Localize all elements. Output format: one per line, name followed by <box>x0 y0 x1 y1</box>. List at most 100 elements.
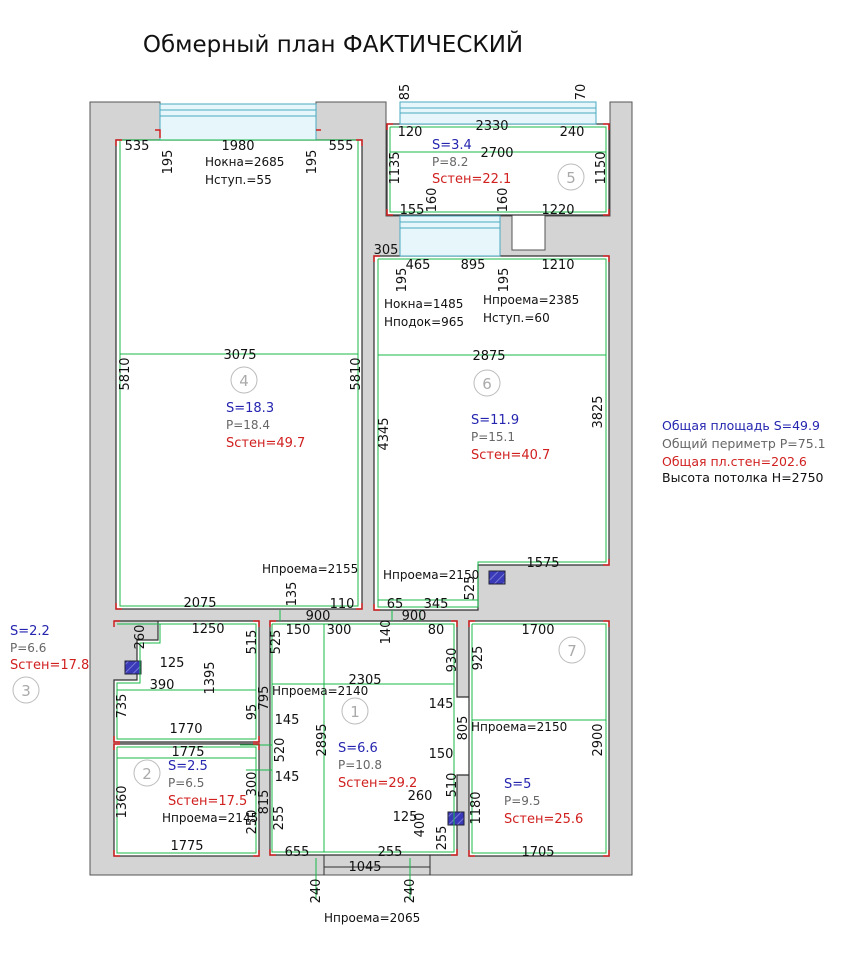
note-opening-height-room-7-door: Нпроема=2150 <box>471 720 567 734</box>
note-opening-height-entrance: Нпроема=2065 <box>324 911 420 925</box>
dim-label: 1220 <box>541 203 574 218</box>
dim-label: 125 <box>393 810 418 825</box>
dim-label: 80 <box>428 623 445 638</box>
dim-label: 2305 <box>348 673 381 688</box>
dim-label: 125 <box>160 656 185 671</box>
room-interiors <box>113 123 610 857</box>
room-6-perimeter: P=15.1 <box>471 430 515 444</box>
dim-label: 525 <box>269 630 284 655</box>
dim-label: 255 <box>435 826 450 851</box>
room-3-area: S=2.2 <box>10 624 50 639</box>
dim-label: 535 <box>125 139 150 154</box>
dim-label: 400 <box>413 813 428 838</box>
dim-label: 2075 <box>183 596 216 611</box>
room-number-2: 2 <box>142 765 152 783</box>
room-number-3: 3 <box>21 682 31 700</box>
room-6-stats: S=11.9 P=15.1 Sстен=40.7 <box>471 413 550 463</box>
dim-label: 1770 <box>169 722 202 737</box>
dim-label: 3825 <box>591 395 606 428</box>
dim-label: 95 <box>245 704 260 721</box>
dim-label: 145 <box>275 713 300 728</box>
dim-label: 255 <box>378 845 403 860</box>
room-1-area: S=6.6 <box>338 741 378 756</box>
corner-markers <box>113 123 610 857</box>
dim-label: 70 <box>574 84 589 101</box>
room-3 <box>113 620 260 743</box>
dim-label: 250 <box>245 810 260 835</box>
dim-label: 1395 <box>203 661 218 694</box>
plan-title: Обмерный план ФАКТИЧЕСКИЙ <box>143 30 523 58</box>
summary-total-area: Общая площадь S=49.9 <box>662 418 820 433</box>
dim-label: 1775 <box>170 839 203 854</box>
dim-label: 305 <box>374 243 399 258</box>
dim-label: 515 <box>245 630 260 655</box>
note-sill-height-room-6: Нподок=965 <box>384 315 464 329</box>
dim-label: 240 <box>403 879 418 904</box>
room-6-wall-area: Sстен=40.7 <box>471 448 550 463</box>
riser-room-1 <box>447 811 465 826</box>
dim-label: 735 <box>115 694 130 719</box>
dim-label: 3075 <box>223 348 256 363</box>
dim-label: 240 <box>309 879 324 904</box>
dim-label: 240 <box>560 125 585 140</box>
note-window-height-room-4: Нокна=2685 <box>205 155 284 169</box>
dim-label: 1575 <box>526 556 559 571</box>
dim-label: 895 <box>461 258 486 273</box>
windows <box>159 101 597 257</box>
note-step-height-balcony: Нступ.=60 <box>483 311 550 325</box>
riser-room-3 <box>124 660 142 675</box>
dim-label: 1045 <box>348 860 381 875</box>
dim-label: 195 <box>305 150 320 175</box>
dim-label: 120 <box>398 125 423 140</box>
dim-label: 1250 <box>191 622 224 637</box>
summary-ceiling-height: Высота потолка H=2750 <box>662 470 824 485</box>
dim-label: 2330 <box>475 119 508 134</box>
dim-label: 1705 <box>521 845 554 860</box>
room-number-4: 4 <box>239 372 249 390</box>
room-number-6: 6 <box>482 375 492 393</box>
dim-label: 805 <box>456 716 471 741</box>
dim-label: 160 <box>496 188 511 213</box>
dimension-lines <box>116 126 607 900</box>
room-7-perimeter: P=9.5 <box>504 794 540 808</box>
dim-label: 5810 <box>118 357 133 390</box>
dim-label: 260 <box>408 789 433 804</box>
room-5-area: S=3.4 <box>432 138 472 153</box>
dim-label: 815 <box>257 790 272 815</box>
dim-label: 1775 <box>171 745 204 760</box>
dim-label: 195 <box>161 150 176 175</box>
room-4-area: S=18.3 <box>226 401 274 416</box>
dim-label: 1360 <box>115 785 130 818</box>
riser-room-6 <box>488 570 506 585</box>
dim-label: 1210 <box>541 258 574 273</box>
dim-label: 145 <box>429 697 454 712</box>
room-4-perimeter: P=18.4 <box>226 418 270 432</box>
dim-label: 145 <box>275 770 300 785</box>
room-4-stats: S=18.3 P=18.4 Sстен=49.7 <box>226 401 305 451</box>
room-5-stats: S=3.4 P=8.2 Sстен=22.1 <box>432 138 511 187</box>
room-number-7: 7 <box>567 642 577 660</box>
dim-label: 300 <box>327 623 352 638</box>
dim-label: 255 <box>272 806 287 831</box>
room-1 <box>269 620 471 856</box>
dim-label: 345 <box>424 597 449 612</box>
room-number-5: 5 <box>566 169 576 187</box>
room-2-area: S=2.5 <box>168 759 208 774</box>
dim-label: 520 <box>273 738 288 763</box>
room-3-stats: S=2.2 P=6.6 Sстен=17.8 <box>10 624 89 673</box>
dim-label: 85 <box>398 84 413 101</box>
dim-label: 2895 <box>315 723 330 756</box>
room-1-perimeter: P=10.8 <box>338 758 382 772</box>
room-numbers: 4 5 6 1 2 3 7 <box>21 169 577 783</box>
dim-label: 195 <box>497 268 512 293</box>
note-opening-height-room-2-door: Нпроема=2145 <box>162 811 258 825</box>
summary-block: Общая площадь S=49.9 Общий периметр P=75… <box>662 418 826 485</box>
room-5 <box>386 123 610 216</box>
room-6-area: S=11.9 <box>471 413 519 428</box>
window-room-6 <box>399 215 501 257</box>
entrance-door <box>323 855 431 875</box>
room-2-wall-area: Sстен=17.5 <box>168 794 247 809</box>
dim-label: 900 <box>402 609 427 624</box>
dim-label: 1135 <box>388 151 403 184</box>
